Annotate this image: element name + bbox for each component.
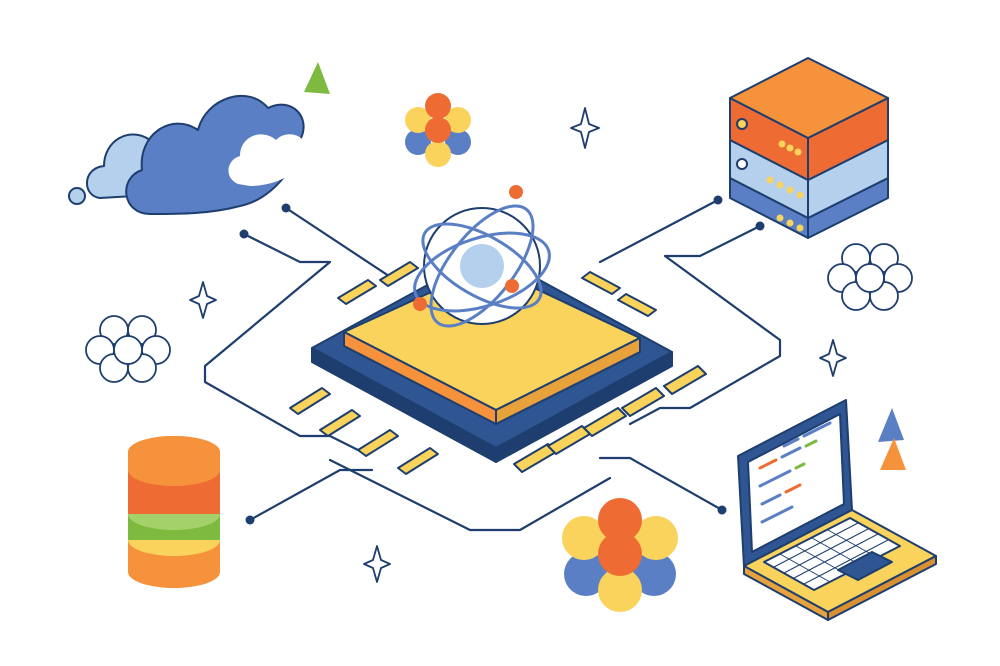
circuit-line-laptop [598,456,724,512]
chip-pins [289,261,707,475]
triangle-icon-green [304,62,330,94]
server-rack-icon [729,57,889,239]
circuit-nodes [239,195,765,525]
code-lines [758,421,832,524]
molecule-icon-outline-right [827,243,913,311]
sparkle-icons [189,107,847,583]
molecule-icon-bottom [562,498,678,612]
circuit-line-left-bottom [248,468,374,522]
database-icon [128,436,220,588]
circuit-line-right-top [628,224,782,426]
circuit-line-cloud [284,206,397,282]
molecule-icon-outline-left [85,315,171,383]
laptop-icon [737,399,937,621]
sparkle-icon [819,339,847,377]
circuit-lines [203,198,782,532]
sparkle-icon [189,281,217,319]
triangle-icon-orange [880,438,906,470]
cloud-highlight [228,134,307,186]
server-top-face [729,57,889,139]
laptop-keyboard [763,517,901,591]
cloud-icon [68,94,307,215]
circuit-line-left-top [203,232,364,454]
sparkle-icon [570,107,600,149]
sparkle-icon [363,545,391,583]
molecule-icon-top [405,93,471,167]
laptop-trackpad [837,551,893,581]
cpu-chip-icon [289,251,707,475]
circuit-line-bottom [328,458,612,532]
triangle-icon-blue [878,408,904,442]
atom-icon [413,185,551,328]
circuit-line-server [598,198,720,264]
